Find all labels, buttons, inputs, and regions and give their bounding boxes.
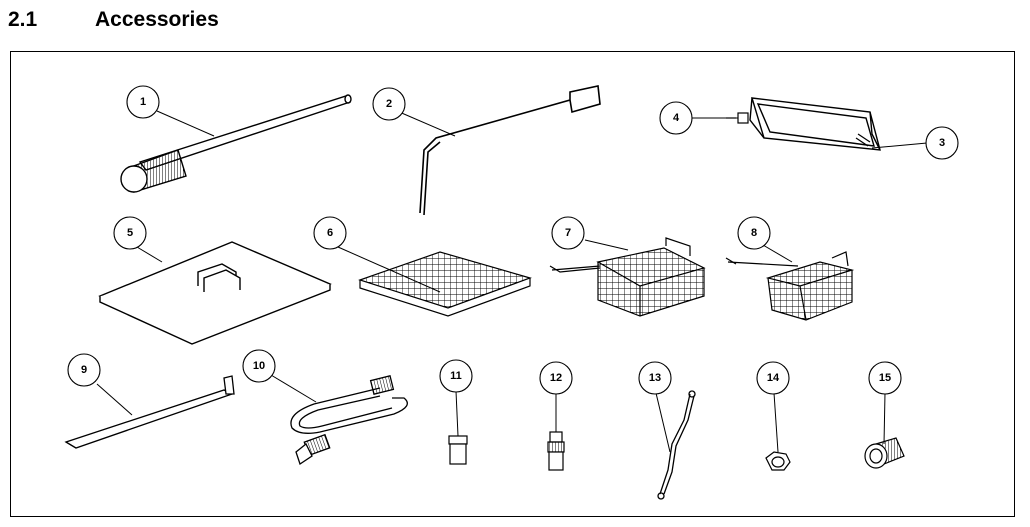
gas-hose-icon <box>290 375 408 466</box>
fitting-icon <box>448 435 468 465</box>
callout-label: 15 <box>879 372 891 384</box>
callout-label: 12 <box>550 372 562 384</box>
large-fry-basket-icon <box>549 237 706 317</box>
callout-label: 11 <box>450 370 462 382</box>
callout-label: 7 <box>565 227 571 239</box>
cleanout-rod-icon <box>120 94 352 193</box>
callout-label: 10 <box>253 360 265 372</box>
basket-rack-icon <box>358 251 532 317</box>
callout-bubbles <box>67 85 959 395</box>
callout-label: 14 <box>767 372 780 384</box>
callout-label: 1 <box>140 96 146 108</box>
callout-label: 6 <box>327 227 333 239</box>
fryer-cover-icon <box>98 241 332 345</box>
coupling-icon <box>864 437 905 469</box>
callout-label: 3 <box>939 137 945 149</box>
callout-label: 13 <box>649 372 661 384</box>
quick-disconnect-icon <box>547 431 565 471</box>
callout-label: 5 <box>127 227 133 239</box>
chain-icon <box>657 390 696 500</box>
small-fry-basket-icon <box>725 251 855 321</box>
accessories-figure-frame <box>10 51 1015 517</box>
callout-label: 8 <box>751 227 757 239</box>
section-number: 2.1 <box>8 8 38 31</box>
basket-hanger-rod-icon <box>419 85 601 216</box>
drain-extension-icon <box>64 375 235 449</box>
basket-support-icon <box>749 97 881 151</box>
callout-label: 9 <box>81 364 87 376</box>
section-title: Accessories <box>95 8 219 31</box>
nut-icon <box>765 451 791 471</box>
leader-lines <box>96 110 928 453</box>
callout-label: 2 <box>386 98 392 110</box>
callout-label: 4 <box>673 112 680 124</box>
